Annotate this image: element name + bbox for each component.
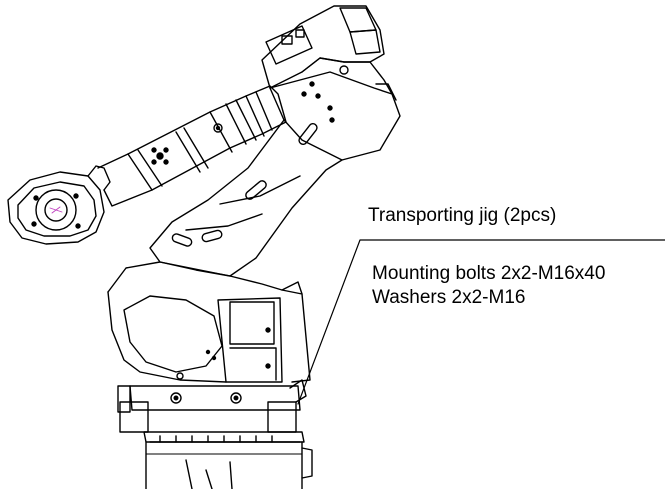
pedestal <box>143 431 313 489</box>
transporting-jig <box>117 379 307 433</box>
callout-mounting-bolts: Mounting bolts 2x2-M16x40 <box>372 263 606 284</box>
callout-leader <box>297 239 665 405</box>
elbow-housing <box>261 5 401 161</box>
wrist-flange <box>7 165 111 245</box>
forearm <box>97 85 287 207</box>
robot-base <box>107 261 311 383</box>
callout-transporting-jig: Transporting jig (2pcs) <box>368 205 557 226</box>
callout-washers: Washers 2x2-M16 <box>372 287 526 308</box>
